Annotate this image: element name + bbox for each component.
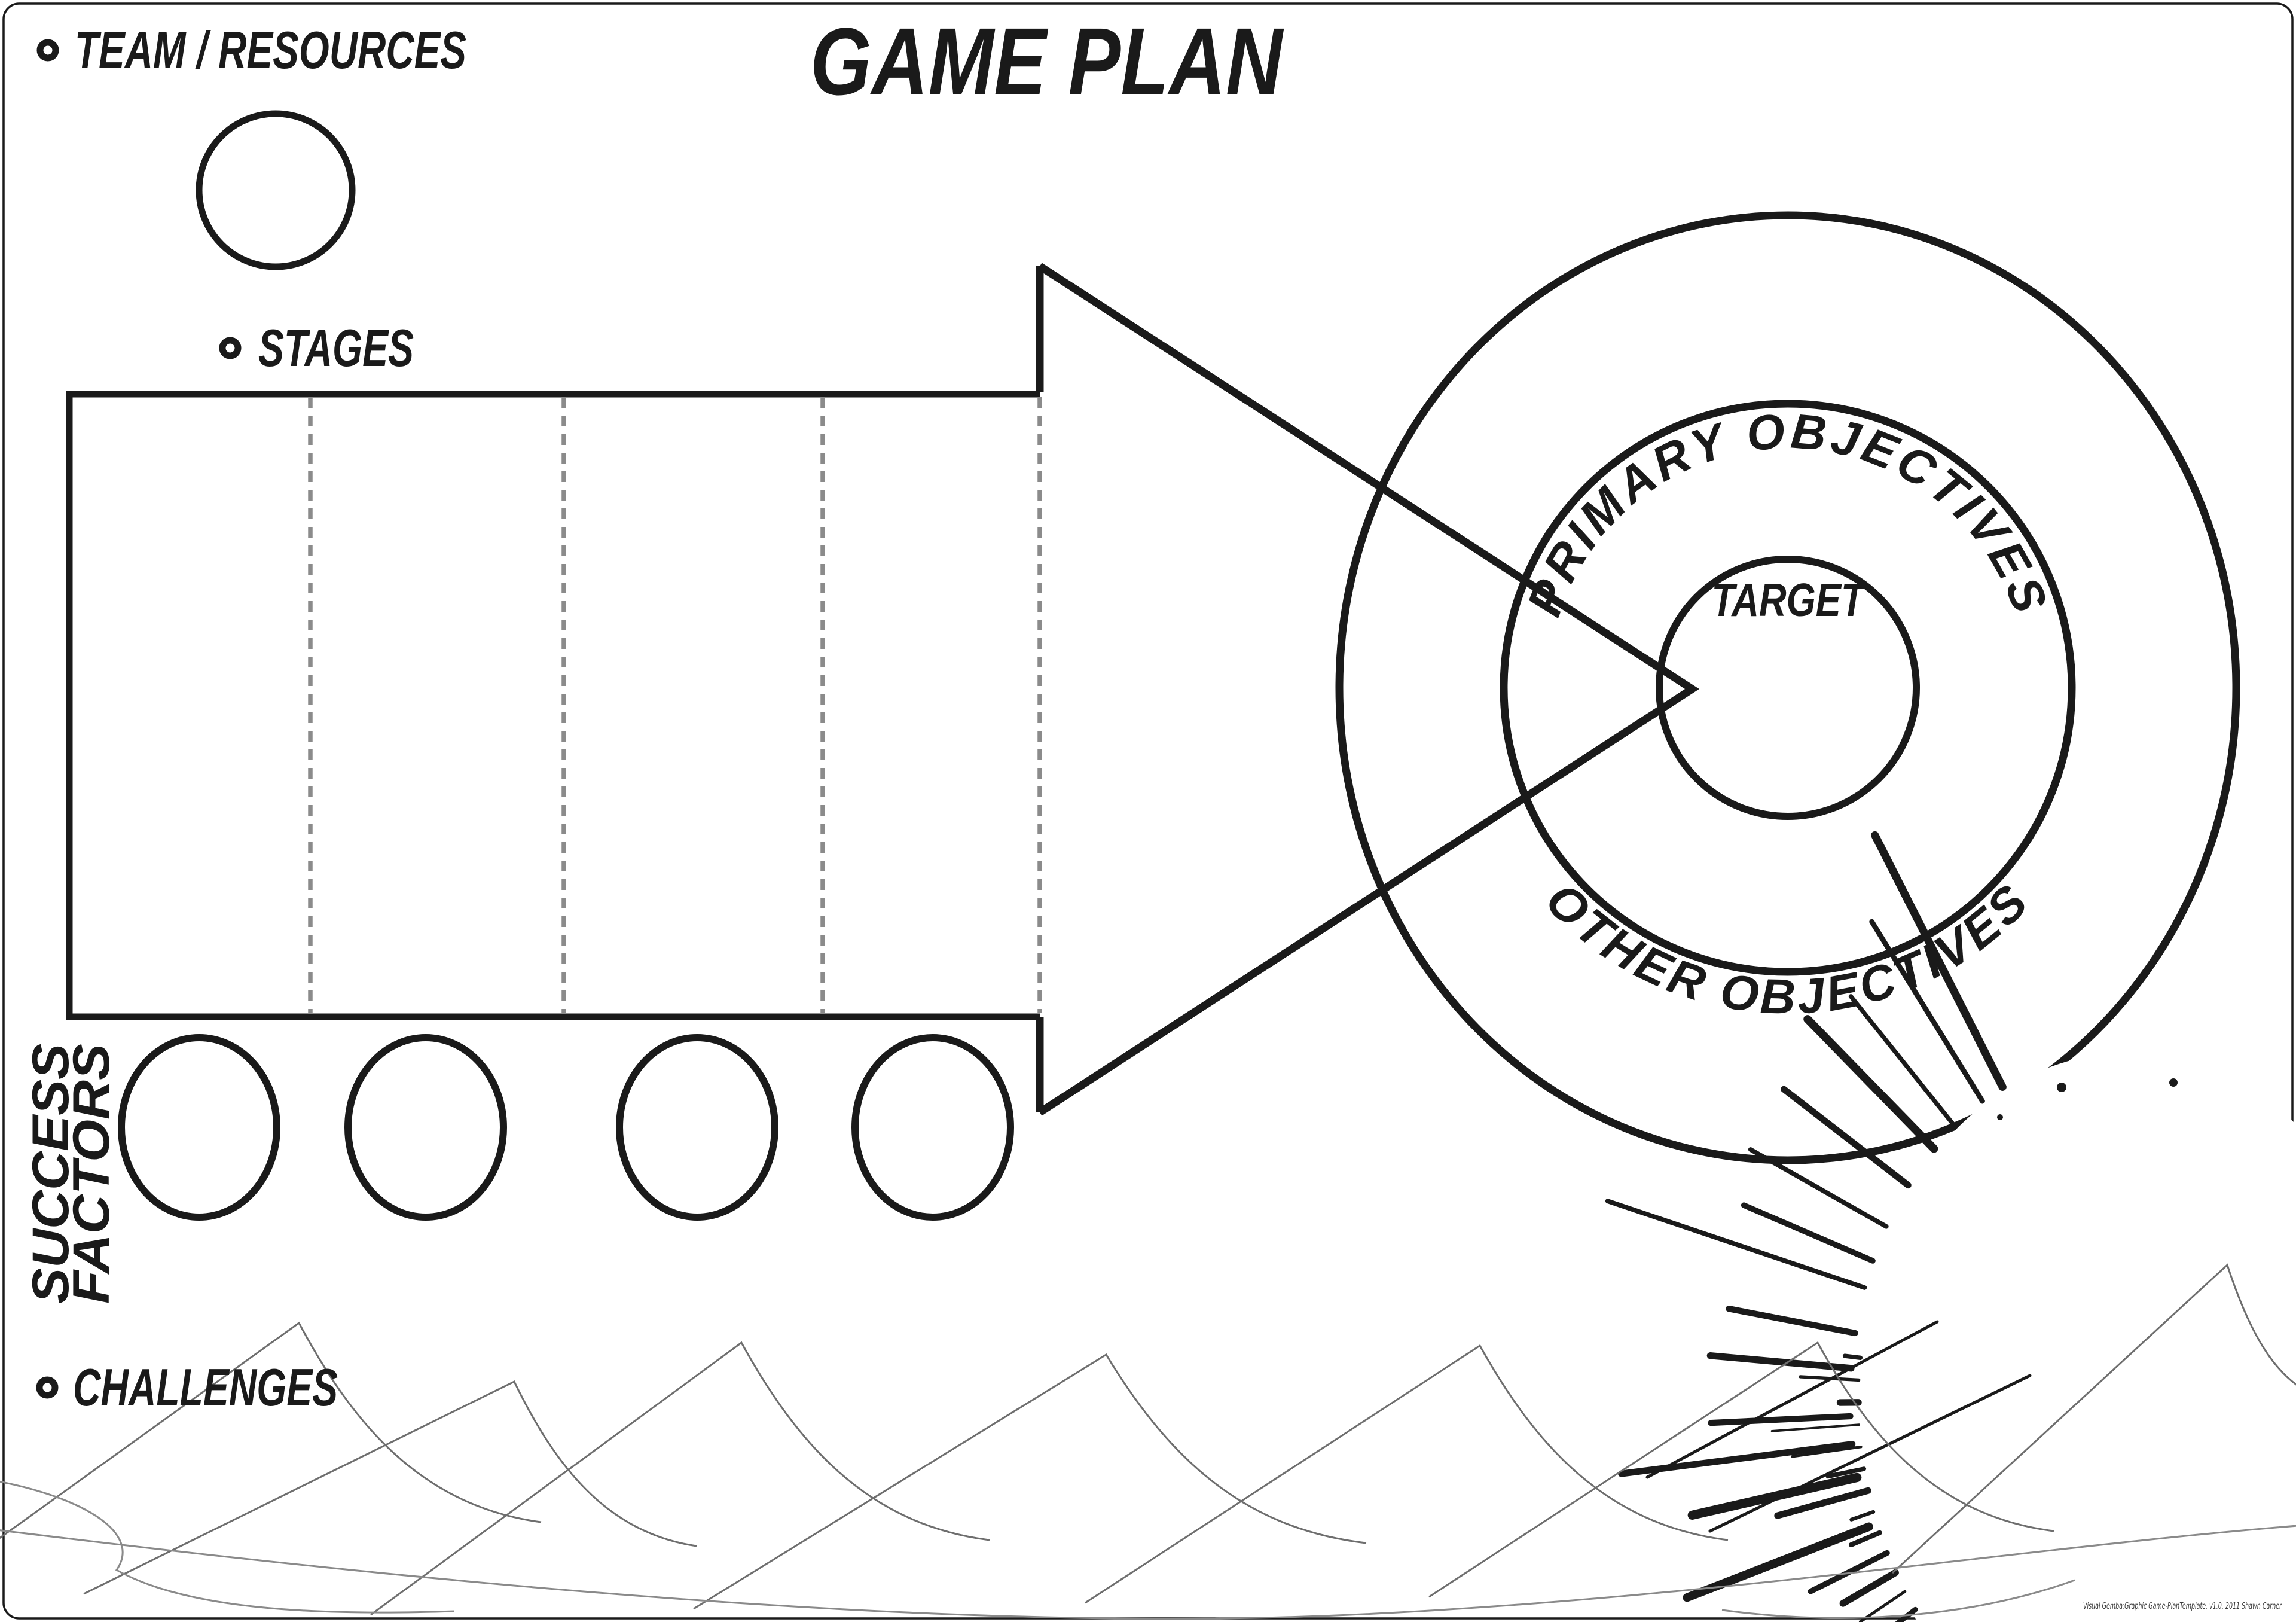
sun-ray	[1774, 1487, 1871, 1519]
sun-ray	[1741, 1202, 1876, 1264]
sun-ray	[1825, 1466, 1867, 1479]
sun-ray	[1706, 1352, 1855, 1372]
sun-ray	[1605, 1199, 1867, 1290]
success-factor-circle-3[interactable]	[616, 1034, 778, 1221]
bullet-ring-icon	[219, 337, 242, 359]
target-center-circle[interactable]	[1656, 556, 1920, 820]
speck-dot	[2057, 1083, 2066, 1092]
stages-label: STAGES	[258, 318, 414, 377]
sun-ray	[1781, 1086, 1912, 1189]
success-factor-circles	[118, 1034, 1014, 1221]
stages-rectangle[interactable]	[66, 391, 1040, 1020]
sun-rays	[1605, 831, 2007, 1622]
streak-line	[1645, 1320, 1939, 1479]
sun-ray	[1618, 1441, 1856, 1477]
sun-ray	[1871, 831, 2007, 1091]
sun-ray	[1808, 1550, 1890, 1594]
target-outer-ring[interactable]	[1335, 211, 2240, 1164]
streak-line	[1708, 1374, 2032, 1533]
mountain-peak	[83, 1380, 697, 1595]
success-factor-circle-2[interactable]	[344, 1034, 507, 1221]
sun-ray	[1869, 919, 1985, 1104]
sun-disc	[1854, 1053, 2296, 1622]
sun-ray	[1803, 1015, 1938, 1153]
sun-ray	[1791, 1445, 1863, 1458]
main-arrow	[1036, 263, 1699, 1116]
sun-ray	[1683, 1522, 1873, 1602]
sun-ray	[1708, 1413, 1854, 1426]
team-resources-circle[interactable]	[196, 110, 356, 270]
challenges-label: CHALLENGES	[73, 1358, 338, 1417]
sun-ray	[1849, 1510, 1876, 1522]
mountains-decoration	[0, 1263, 2296, 1616]
success-factors-label-line1: SUCCESS	[22, 1044, 80, 1304]
ground-line	[1721, 1579, 2075, 1619]
mountain-peak	[1891, 1263, 2296, 1574]
sun-ray	[1726, 1305, 1858, 1337]
success-factors-label-line2: FACTORS	[63, 1044, 120, 1304]
mountain-peak	[1428, 1341, 2054, 1598]
bullet-ring-icon	[36, 1376, 59, 1399]
sun-ray	[1848, 994, 1957, 1129]
target-label: TARGET	[1712, 574, 1867, 626]
section-success-factors: SUCCESS FACTORS	[22, 1044, 120, 1304]
speck-dot	[1997, 1114, 2003, 1120]
sun-streak-lines	[1645, 1320, 2032, 1533]
ground-lines	[0, 1480, 2296, 1620]
sun-speck-dots	[1997, 1078, 2178, 1120]
sun-ray	[1770, 1423, 1861, 1432]
sun-ray	[1839, 1569, 1899, 1607]
mountain-peak	[0, 1321, 542, 1539]
ground-line	[0, 1480, 455, 1614]
speck-dot	[2169, 1078, 2178, 1087]
success-factor-circle-4[interactable]	[851, 1034, 1014, 1221]
target-middle-ring[interactable]	[1500, 400, 2076, 976]
page-title: GAME PLAN	[810, 8, 1284, 115]
section-stages: STAGES	[219, 318, 414, 377]
sun-ray	[1687, 1472, 1862, 1520]
ground-line	[0, 1525, 2296, 1620]
mountain-peak	[370, 1341, 990, 1616]
target-bullseye	[1335, 211, 2240, 1164]
arrow-body	[1037, 263, 1699, 1116]
sun-ray	[1748, 1147, 1889, 1229]
section-challenges: CHALLENGES	[36, 1358, 338, 1417]
mountain-peak	[1085, 1344, 1729, 1604]
section-team-resources: TEAM / RESOURCES	[36, 20, 466, 80]
mountain-peak	[693, 1353, 1367, 1610]
stage-dividers	[308, 397, 1042, 1013]
credit-line: Visual Gemba:Graphic Game-PlanTemplate, …	[2083, 1600, 2282, 1611]
sun-ray	[1842, 1353, 1863, 1360]
sun-ray	[1849, 1530, 1882, 1547]
team-resources-label: TEAM / RESOURCES	[75, 20, 466, 80]
success-factor-circle-1[interactable]	[118, 1034, 280, 1221]
bullet-ring-icon	[36, 39, 59, 62]
